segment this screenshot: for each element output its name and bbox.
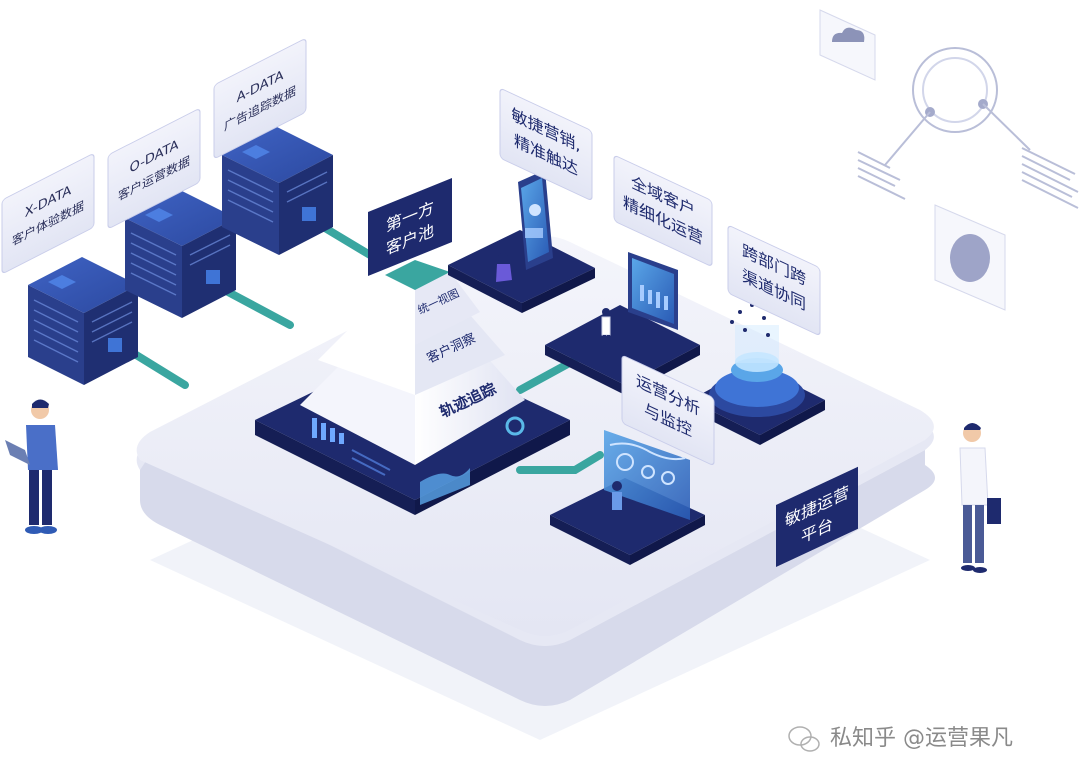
pyramid: 统一视图 客户洞察 轨迹追踪 [300,260,525,465]
watermark-text: 私知乎 @运营果凡 [830,726,1013,751]
data-lines-icon [857,147,1079,209]
server-port-icon [206,270,220,284]
sign-fine-ops: 全域客户 精细化运营 [613,155,713,266]
sign-a-data: A-DATA 广告追踪数据 [213,39,307,159]
laptop-icon [5,440,30,465]
watermark: 私知乎 @运营果凡 [788,726,1013,752]
person-presenting-icon [612,481,622,530]
sign-customer-pool: 第一方 客户池 [368,178,452,276]
server-x-data [28,257,138,385]
cloud-icon [819,9,876,81]
hologram-platform [690,303,825,445]
circle-card-icon [934,204,1006,311]
monitor-icon [628,252,678,330]
person-with-laptop [5,399,58,534]
person-with-briefcase [959,423,1001,573]
wechat-icon [788,726,820,752]
phone-platform [448,170,595,313]
phone-icon [518,170,553,270]
bar-chart-icon [312,418,344,444]
server-port-icon [108,338,122,352]
person-sitting-icon [496,253,512,282]
ring-chart-icon [505,416,525,436]
person-standing-icon [601,308,611,349]
globe-icon [884,47,1031,166]
sign-marketing: 敏捷营销, 精准触达 [499,88,593,201]
area-chart-icon [420,468,470,505]
analysis-platform [550,430,705,565]
sign-analysis: 运营分析 与监控 [621,355,715,466]
briefcase-icon [987,498,1001,524]
dashboard-screen-icon [604,430,690,520]
sign-x-data: X-DATA 客户体验数据 [1,154,95,273]
server-port-icon [302,207,316,221]
sign-cross-dept: 跨部门跨 渠道协同 [727,225,821,336]
